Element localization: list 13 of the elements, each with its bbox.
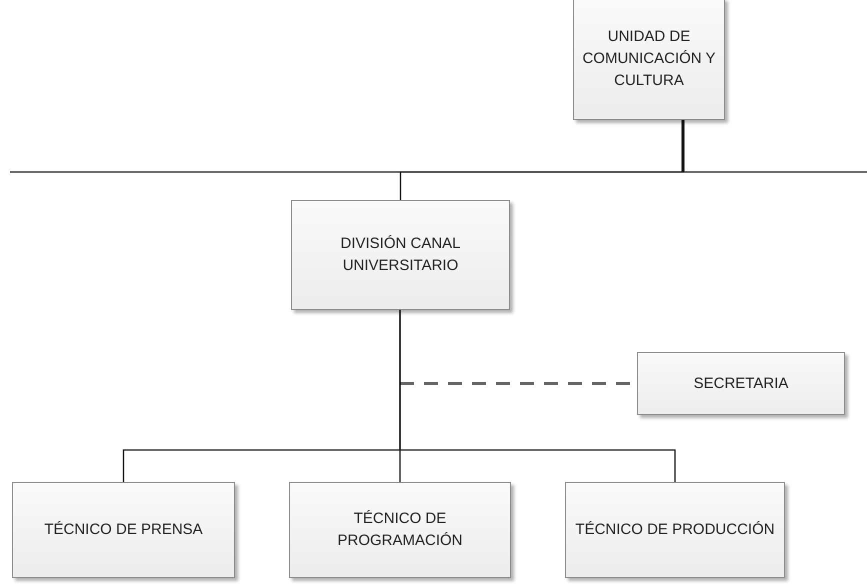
connector-line — [399, 310, 676, 482]
box-label: TÉCNICO DE PRENSA — [43, 520, 204, 540]
technician-box — [12, 482, 235, 578]
box-label: UNIDAD DE COMUNICACIÓN Y CULTURA — [581, 27, 717, 91]
technician-box — [565, 482, 785, 578]
box-label: DIVISIÓN CANAL UNIVERSITARIO — [339, 234, 462, 276]
unit-box — [573, 0, 725, 120]
technician-box — [289, 482, 511, 578]
division-box — [291, 200, 510, 310]
box-label: TÉCNICO DE PROGRAMACIÓN — [336, 509, 464, 551]
box-label: SECRETARIA — [692, 374, 790, 394]
secretary-box — [637, 352, 845, 415]
box-label: TÉCNICO DE PRODUCCIÓN — [574, 520, 776, 540]
